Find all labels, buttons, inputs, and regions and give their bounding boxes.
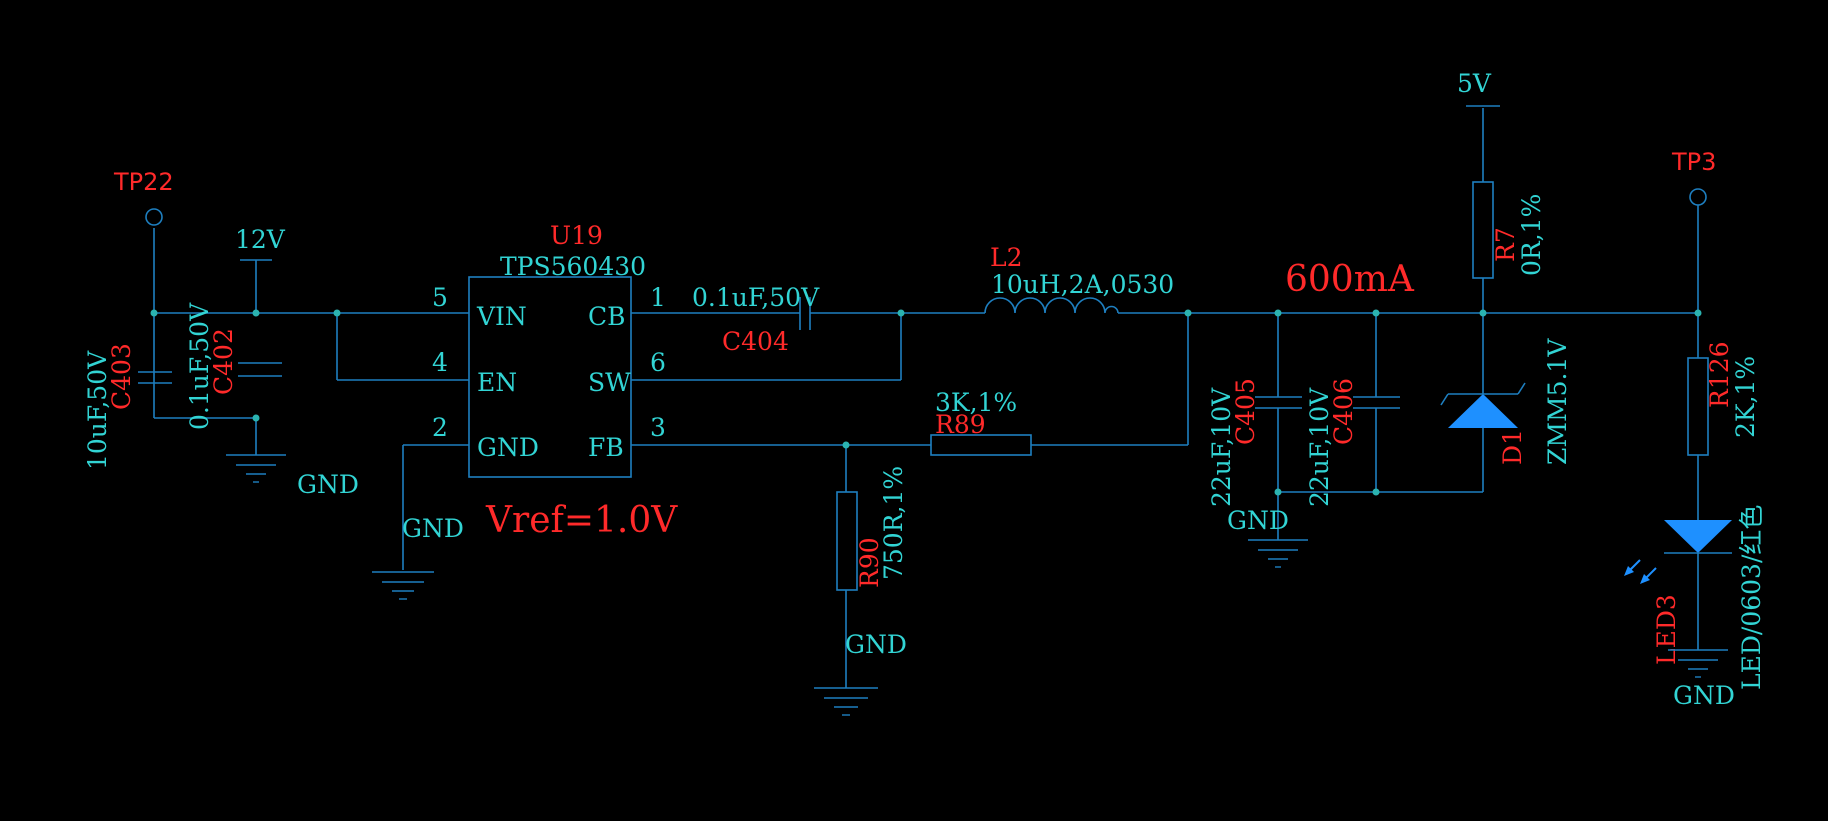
pin-vin-label: VIN	[476, 302, 527, 331]
pin-cb-number: 1	[650, 283, 666, 312]
pin-gnd-label: GND	[477, 433, 539, 462]
junction	[1274, 488, 1282, 496]
l2-value: 10uH,2A,0530	[991, 270, 1174, 299]
gnd-label-r90: GND	[845, 630, 907, 659]
c405-value: 22uF,10V	[1207, 387, 1236, 507]
junction	[1372, 309, 1380, 317]
junctions	[150, 309, 1702, 496]
d1-ref: D1	[1498, 429, 1527, 465]
c402-value: 0.1uF,50V	[185, 302, 214, 430]
tp3-label: TP3	[1671, 148, 1716, 176]
c403-capacitor[interactable]	[138, 371, 172, 384]
c406-capacitor[interactable]	[1353, 396, 1400, 409]
12v-rail-label: 12V	[235, 225, 286, 254]
junction	[1372, 488, 1380, 496]
c405-ref: C405	[1231, 378, 1260, 445]
pin-vin-number: 5	[432, 283, 448, 312]
r7-ref: R7	[1491, 227, 1520, 262]
pin-en-number: 4	[432, 348, 448, 377]
c403-value: 10uF,50V	[83, 350, 112, 470]
c406-value: 22uF,10V	[1305, 387, 1334, 507]
c406-ref: C406	[1329, 378, 1358, 445]
gnd-symbol-ic	[372, 571, 434, 600]
c402-ref: C402	[209, 328, 238, 395]
u19-ic-body[interactable]	[468, 276, 632, 478]
junction	[333, 309, 341, 317]
led3-diode[interactable]	[1624, 520, 1732, 584]
c402-capacitor[interactable]	[238, 362, 282, 377]
led3-ref: LED3	[1652, 594, 1681, 665]
gnd-label-ic: GND	[402, 514, 464, 543]
current-note: 600mA	[1285, 259, 1415, 300]
gnd-symbol-input	[226, 454, 286, 483]
gnd-symbol-led	[1668, 649, 1728, 678]
u19-part: TPS560430	[500, 252, 646, 281]
tp3-symbol[interactable]	[1689, 188, 1707, 206]
gnd-label-input: GND	[297, 470, 359, 499]
c404-ref: C404	[722, 327, 789, 356]
junction	[1479, 309, 1487, 317]
junction	[842, 441, 850, 449]
pin-sw-number: 6	[650, 348, 666, 377]
r7-value: 0R,1%	[1517, 194, 1546, 276]
r90-ref: R90	[855, 537, 884, 588]
c404-value: 0.1uF,50V	[692, 283, 820, 312]
r89-resistor[interactable]	[930, 434, 1032, 456]
pin-en-label: EN	[477, 368, 517, 397]
r126-ref: R126	[1705, 341, 1734, 408]
r7-resistor[interactable]	[1472, 181, 1494, 279]
vref-note: Vref=1.0V	[485, 500, 678, 541]
junction	[897, 309, 905, 317]
5v-rail-label: 5V	[1457, 69, 1492, 98]
led3-part: LED/0603/红色	[1737, 505, 1766, 690]
l2-inductor[interactable]	[984, 297, 1119, 314]
pin-cb-label: CB	[588, 302, 626, 331]
tp22-label: TP22	[113, 168, 174, 196]
tp22-symbol[interactable]	[145, 208, 163, 226]
gnd-label-output: GND	[1227, 506, 1289, 535]
junction	[252, 309, 260, 317]
r89-value: 3K,1%	[935, 388, 1017, 417]
junction	[1694, 309, 1702, 317]
pin-fb-label: FB	[588, 433, 624, 462]
l2-ref: L2	[990, 243, 1023, 272]
junction	[1274, 309, 1282, 317]
junction	[1184, 309, 1192, 317]
pin-gnd-number: 2	[432, 413, 448, 442]
c404-capacitor[interactable]	[799, 297, 811, 330]
pin-fb-number: 3	[650, 413, 666, 442]
r89-ref: R89	[935, 410, 986, 439]
d1-zener-diode[interactable]	[1440, 382, 1526, 428]
gnd-label-led: GND	[1673, 681, 1735, 710]
c403-ref: C403	[107, 343, 136, 410]
wires	[153, 108, 1699, 688]
junction	[252, 414, 260, 422]
gnd-symbol-output	[1248, 539, 1308, 568]
d1-part: ZMM5.1V	[1543, 338, 1572, 465]
r90-value: 750R,1%	[879, 466, 908, 580]
gnd-symbol-r90	[814, 687, 878, 716]
pin-sw-label: SW	[588, 368, 631, 397]
r126-resistor[interactable]	[1687, 357, 1709, 456]
c405-capacitor[interactable]	[1255, 396, 1302, 409]
r126-value: 2K,1%	[1731, 356, 1760, 438]
junction	[150, 309, 158, 317]
u19-ref: U19	[550, 221, 603, 250]
r90-resistor[interactable]	[836, 491, 858, 591]
